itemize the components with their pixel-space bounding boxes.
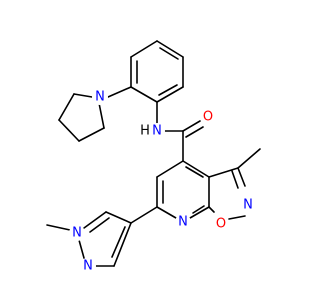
bond [107, 86, 132, 98]
bond [156, 86, 184, 103]
isoxazole-nitrogen-label: N [243, 198, 253, 213]
bond [89, 217, 110, 233]
atom-bg [175, 214, 191, 230]
bond [182, 160, 210, 178]
bond [130, 40, 158, 58]
bond [111, 226, 126, 258]
bond [228, 215, 246, 220]
atom-bg [80, 258, 96, 274]
amide-nitrogen-label: N [152, 124, 162, 139]
bond [130, 206, 158, 224]
bond [130, 86, 158, 103]
bond [208, 206, 215, 213]
atom-bg [200, 109, 216, 125]
bond [192, 205, 205, 214]
bond [158, 84, 178, 96]
bond [73, 93, 93, 98]
bond [78, 239, 85, 259]
bond [105, 211, 132, 224]
bond [231, 170, 239, 189]
bond [159, 47, 179, 60]
bond [185, 166, 204, 178]
pyridine-nitrogen-label: N [178, 215, 188, 230]
isoxazole-oxygen-label: O [216, 217, 226, 232]
pyrazole-nitrogen-2-label: N [83, 259, 93, 274]
bond [156, 160, 184, 178]
bond [113, 222, 132, 267]
bond [78, 127, 105, 142]
bond [156, 40, 184, 58]
atom-bg [149, 123, 165, 139]
atom-label-layer: N N H O N O N N N [69, 89, 256, 274]
atom-bg [92, 89, 108, 105]
pyrrolidine-nitrogen-label: N [95, 90, 105, 105]
bond [58, 93, 75, 121]
bond [46, 224, 71, 231]
bond [182, 120, 201, 132]
atom-bg [240, 197, 256, 213]
carbonyl-oxygen-label: O [203, 110, 213, 125]
bond [156, 206, 177, 219]
bond [98, 102, 105, 129]
bond [185, 126, 204, 138]
bond [58, 119, 80, 142]
molecule-diagram: N N H O N O N N N [46, 40, 261, 274]
bond-layer [46, 40, 261, 267]
amide-hydrogen-label: H [140, 124, 150, 139]
bond [237, 167, 246, 187]
pyrazole-nitrogen-1-label: N [72, 226, 82, 241]
bond [189, 206, 210, 219]
atom-bg [69, 225, 85, 241]
bond [83, 211, 107, 229]
atom-bg [213, 216, 229, 232]
bond [237, 148, 261, 169]
bond [208, 167, 239, 178]
structure-drawing: N N H O N O N N N [46, 40, 261, 274]
